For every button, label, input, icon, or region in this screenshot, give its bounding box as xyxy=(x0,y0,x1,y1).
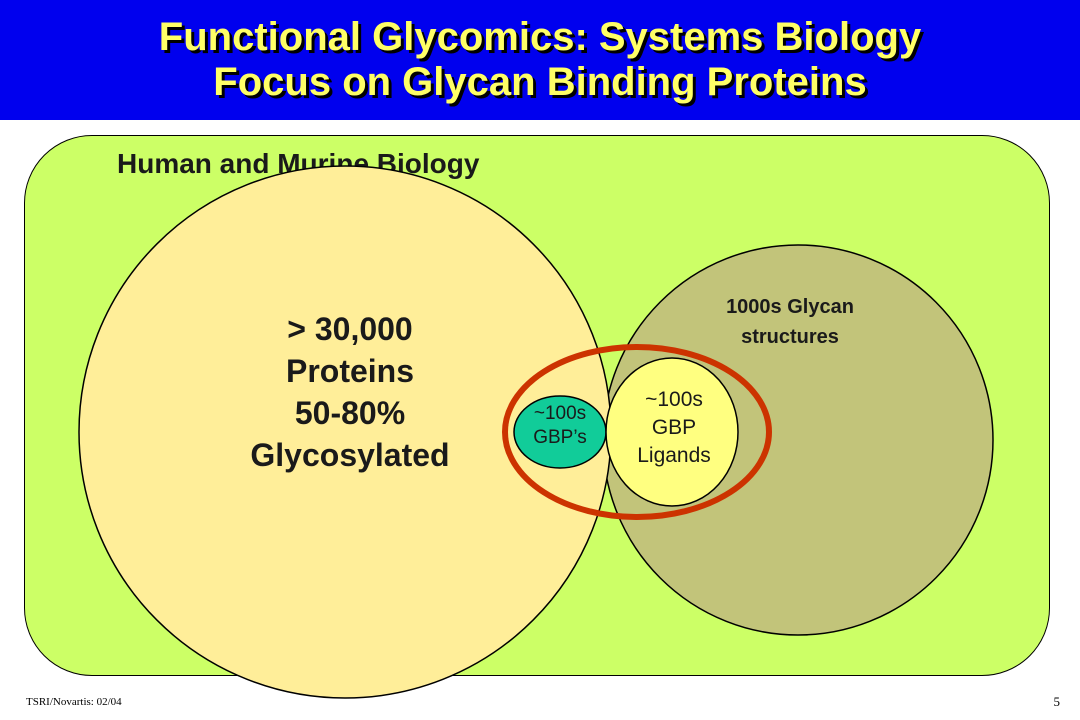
title-banner: Functional Glycomics: Systems Biology Fo… xyxy=(0,0,1080,120)
ligands-label: ~100s GBP Ligands xyxy=(610,386,738,470)
ligands-line-3: Ligands xyxy=(637,444,711,467)
slide-title-line-1: Functional Glycomics: Systems Biology xyxy=(158,15,922,59)
gbps-label: ~100s GBP’s xyxy=(510,402,610,450)
slide-title-line-2: Focus on Glycan Binding Proteins xyxy=(213,60,867,104)
ligands-line-1: ~100s xyxy=(645,388,703,411)
glycosylated-percent: 50-80% xyxy=(294,395,406,431)
glycans-line-2: structures xyxy=(741,326,839,348)
proteins-count: > 30,000 xyxy=(287,311,413,347)
ligands-line-2: GBP xyxy=(651,416,697,439)
gbps-line-2: GBP’s xyxy=(533,427,587,448)
proteins-label: > 30,000 Proteins 50-80% Glycosylated xyxy=(215,308,485,476)
glycans-label: 1000s Glycan structures xyxy=(690,292,890,352)
page-number: 5 xyxy=(1053,694,1061,709)
glycosylated-word: Glycosylated xyxy=(250,437,450,473)
gbp-ligands-ellipse xyxy=(605,357,739,507)
footer-credit: TSRI/Novartis: 02/04 xyxy=(26,696,122,708)
highlight-ring xyxy=(502,344,772,520)
glycans-line-1: 1000s Glycan xyxy=(726,296,854,318)
gbps-line-1: ~100s xyxy=(533,403,587,424)
proteins-word: Proteins xyxy=(285,353,415,389)
